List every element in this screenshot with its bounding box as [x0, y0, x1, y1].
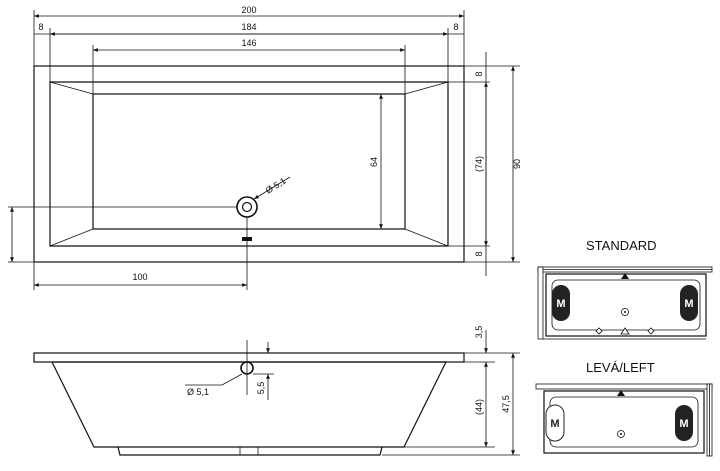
- variant-standard-badge-left: [552, 285, 570, 321]
- top-view: Ø 5,1 200 8 184 8 146 90 8 (74): [8, 5, 522, 290]
- svg-text:M: M: [684, 298, 693, 310]
- variant-standard-marker-top: [621, 273, 629, 279]
- dim-rim-top: 8: [474, 71, 484, 76]
- dim-overall-width: 200: [241, 5, 256, 15]
- variant-standard-badge-right: [680, 285, 698, 321]
- variant-standard-drain: [621, 308, 629, 316]
- dim-inner-height: (44): [474, 399, 484, 415]
- dim-depth-overall: 90: [512, 159, 522, 169]
- variant-standard: STANDARD M M: [537, 238, 713, 340]
- dim-rim-right: 8: [453, 22, 458, 32]
- svg-text:M: M: [550, 418, 559, 430]
- drain-inner: [241, 201, 253, 213]
- variant-left-badge-right: [675, 405, 693, 441]
- variant-left-title: LEVÁ/LEFT: [586, 360, 655, 375]
- dim-rim-left: 8: [38, 22, 43, 32]
- tub-outer-rim: [33, 65, 465, 263]
- variant-standard-tub: [545, 273, 707, 337]
- variant-left-tub: [543, 390, 705, 454]
- drain-diameter-label: Ø 5,1: [264, 176, 288, 196]
- dim-overflow-offset: 5,5: [256, 382, 266, 395]
- dim-inner-width: 184: [241, 22, 256, 32]
- svg-text:M: M: [679, 418, 688, 430]
- drain-outer: [236, 196, 258, 218]
- variant-left-badge-left: [545, 404, 565, 442]
- variant-left: LEVÁ/LEFT M M: [535, 360, 713, 457]
- side-rim: [33, 352, 465, 363]
- svg-text:M: M: [556, 298, 565, 310]
- variant-left-marker-top: [617, 390, 625, 396]
- overflow-diameter-label: Ø 5,1: [187, 387, 209, 397]
- dim-bottom-depth: 64: [369, 157, 379, 167]
- tub-inner-opening: [49, 81, 449, 247]
- dim-total-height: 47,5: [501, 395, 511, 413]
- dim-rim-bottom: 8: [474, 251, 484, 256]
- tub-bottom: [92, 93, 406, 230]
- dim-drain-offset: 100: [132, 272, 147, 282]
- variant-standard-title: STANDARD: [586, 238, 657, 253]
- dim-rim-height: 3,5: [474, 326, 484, 339]
- dim-inner-depth: (74): [474, 156, 484, 172]
- side-view: Ø 5,1 5,5 3,5 (44) 47,5: [33, 326, 520, 456]
- side-body: [51, 361, 447, 448]
- side-base: [117, 446, 383, 456]
- dim-bottom-width: 146: [241, 38, 256, 48]
- variant-left-drain: [617, 430, 625, 438]
